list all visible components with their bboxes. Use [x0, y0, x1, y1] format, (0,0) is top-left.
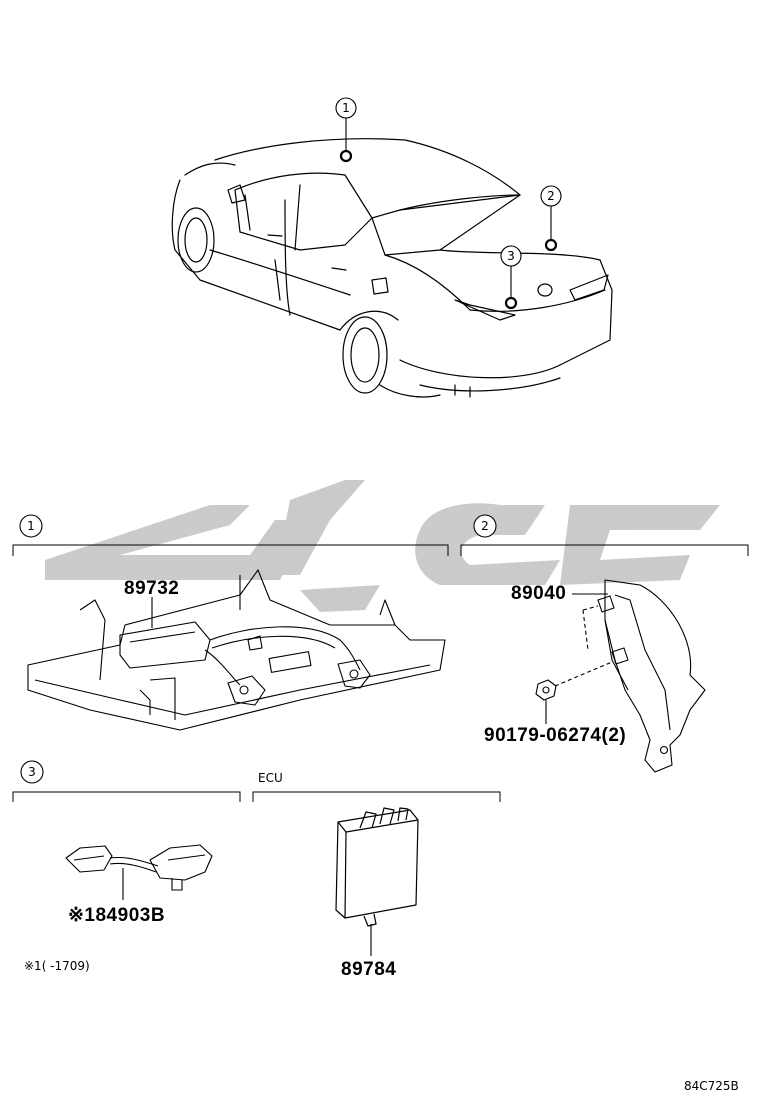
footnote-text: ※1( -1709)	[24, 959, 90, 973]
part-number-90179-06274: 90179-06274(2)	[484, 725, 626, 746]
part-number-89040: 89040	[511, 583, 566, 604]
sensor-harness	[65, 844, 213, 891]
callout-3-number: 3	[507, 249, 515, 263]
section-2-number: 2	[481, 519, 489, 533]
part-number-89732: 89732	[124, 578, 179, 599]
section-1-number: 1	[27, 519, 35, 533]
part-84903b-label: ※184903B	[68, 868, 165, 926]
part-89040-label: 89040	[511, 583, 608, 604]
section-2: 2	[460, 514, 749, 556]
section-ecu: ECU	[252, 771, 501, 802]
ecu-module	[335, 807, 419, 927]
section-3-number: 3	[28, 765, 36, 779]
part-89784-label: 89784	[341, 924, 396, 980]
overhead-console-assembly	[27, 569, 446, 731]
callout-3: 3	[500, 245, 522, 310]
section-1: 1	[12, 514, 449, 556]
callout-1-number: 1	[342, 101, 350, 115]
watermark-logo	[45, 480, 720, 612]
part-90179-label: 90179-06274(2)	[484, 700, 626, 746]
part-number-89784: 89784	[341, 959, 396, 980]
part-number-84903b: ※184903B	[68, 905, 165, 926]
callout-2-number: 2	[547, 189, 555, 203]
section-3: 3	[12, 760, 241, 802]
ecu-label: ECU	[258, 771, 283, 785]
callout-1: 1	[335, 97, 357, 163]
car-illustration	[171, 138, 613, 398]
part-89732-label: 89732	[124, 578, 179, 628]
diagram-code: 84C725B	[684, 1079, 739, 1093]
bracket-assembly	[535, 579, 706, 773]
callout-2: 2	[540, 185, 562, 252]
